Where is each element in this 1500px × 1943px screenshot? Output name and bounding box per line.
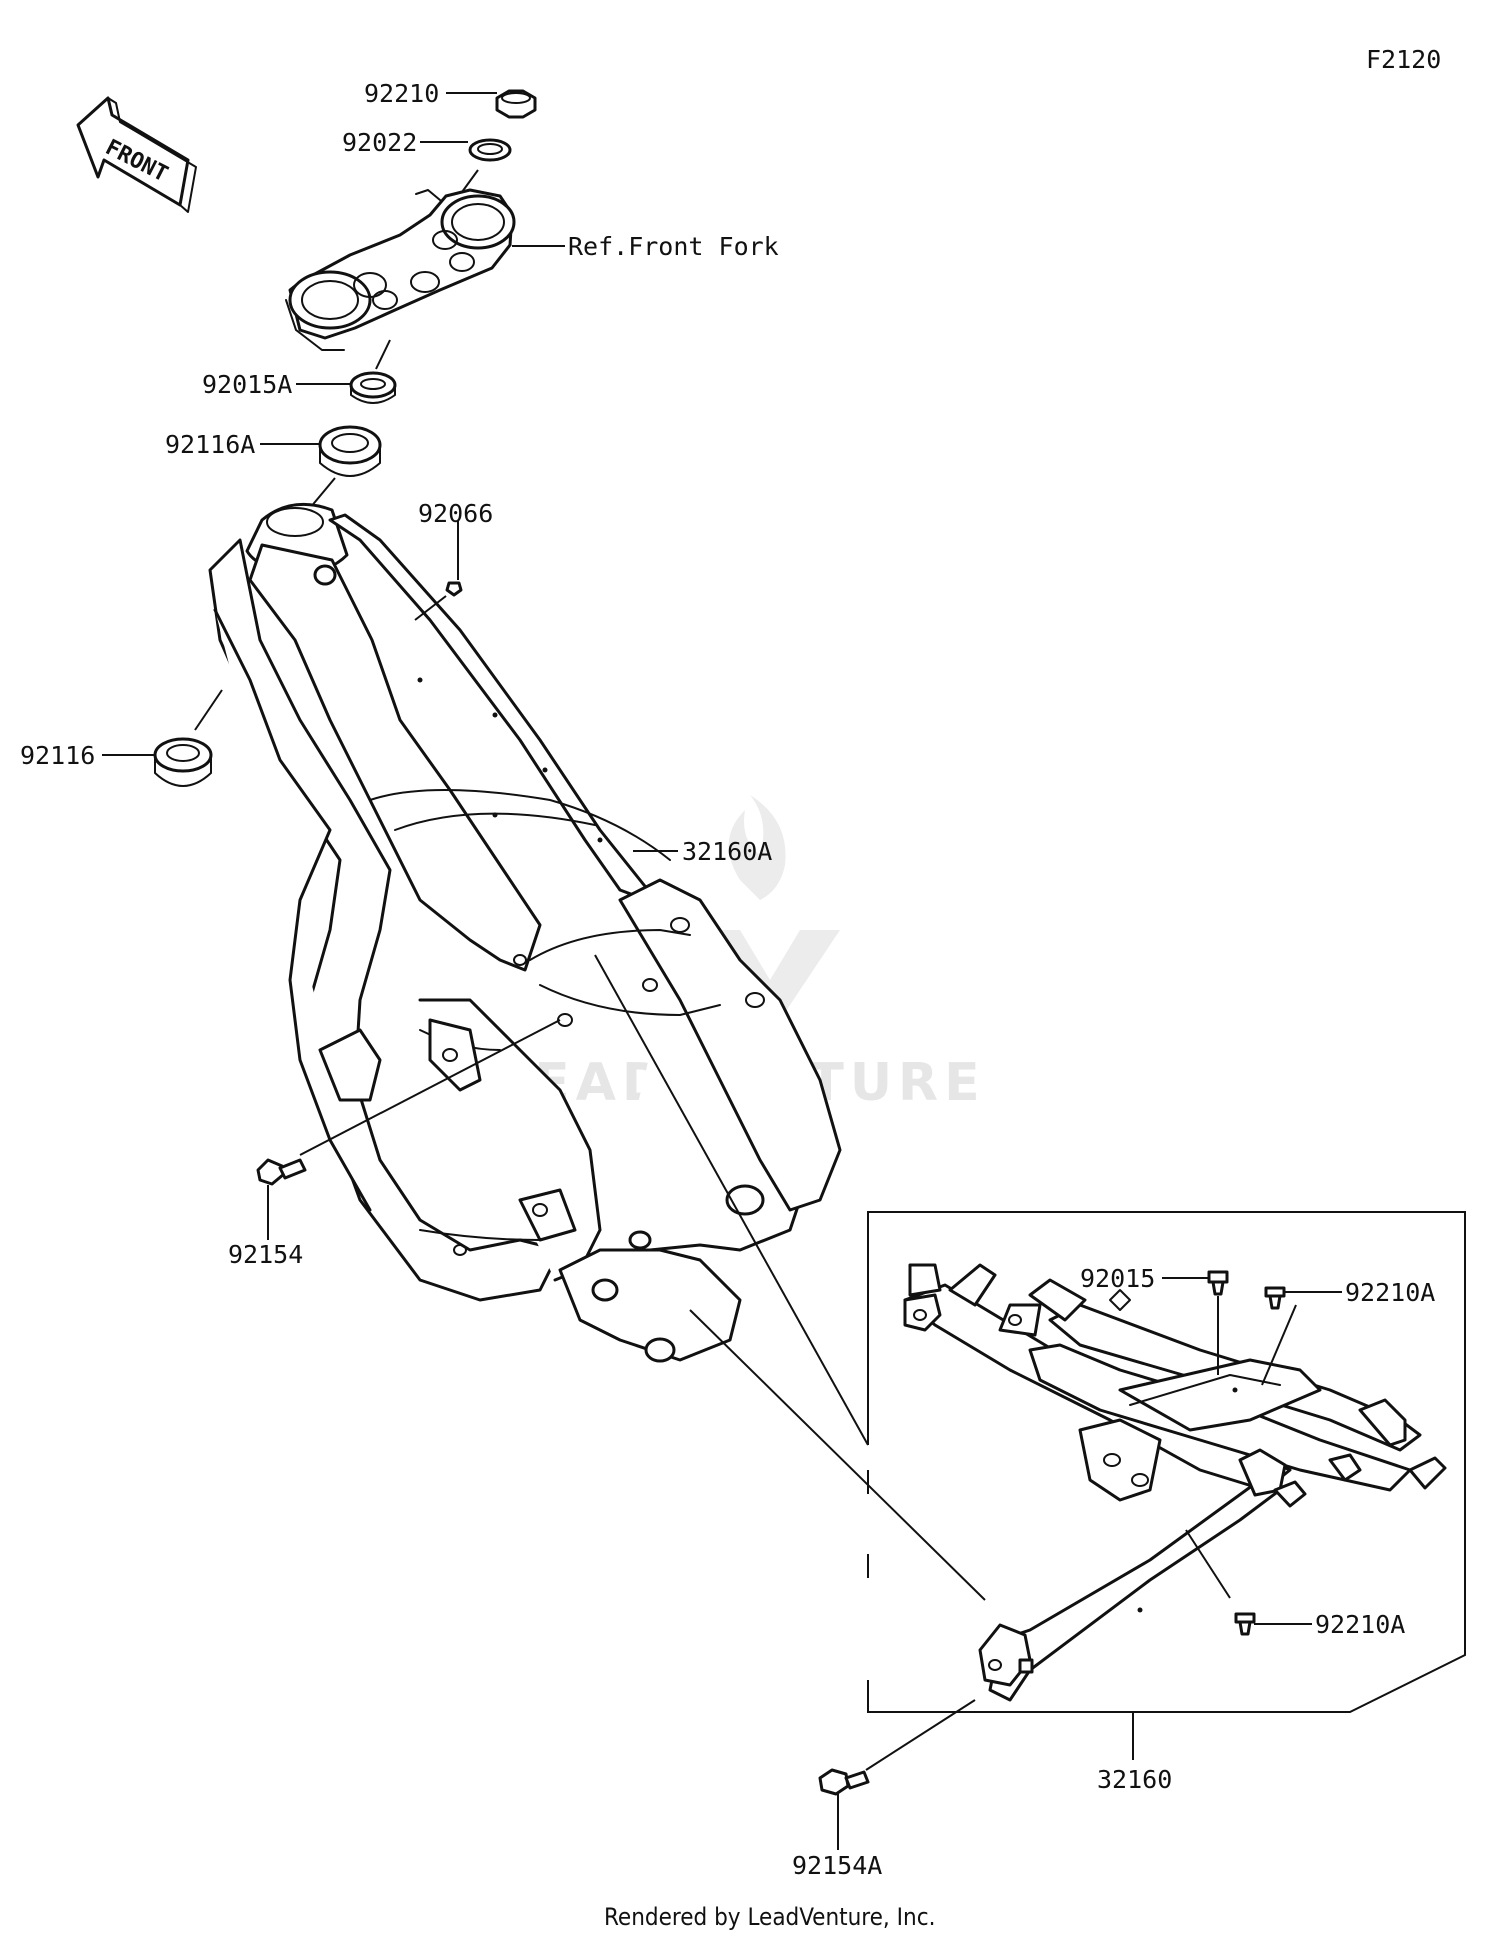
label-92210a-bottom[interactable]: 92210A xyxy=(1315,1610,1405,1639)
label-92022[interactable]: 92022 xyxy=(342,128,417,157)
label-92015a[interactable]: 92015A xyxy=(202,370,292,399)
nut-92015a-drawing xyxy=(349,371,397,404)
bearing-92116-drawing xyxy=(153,737,213,787)
bearing-92116a-drawing xyxy=(318,425,382,477)
label-92210[interactable]: 92210 xyxy=(364,79,439,108)
diagram-id: F2120 xyxy=(1366,45,1441,74)
washer-92022-drawing xyxy=(468,138,512,162)
label-32160[interactable]: 32160 xyxy=(1097,1765,1172,1794)
label-92116a[interactable]: 92116A xyxy=(165,430,255,459)
bolt-92015-drawing xyxy=(1207,1270,1229,1296)
bolt-92154a-drawing xyxy=(818,1768,870,1796)
label-92116[interactable]: 92116 xyxy=(20,741,95,770)
label-92066[interactable]: 92066 xyxy=(418,499,493,528)
front-arrow: FRONT xyxy=(76,96,197,213)
footer-credit: Rendered by LeadVenture, Inc. xyxy=(604,1903,935,1931)
label-92154a[interactable]: 92154A xyxy=(792,1851,882,1880)
label-ref-front-fork[interactable]: Ref.Front Fork xyxy=(568,232,779,261)
main-frame-drawing xyxy=(208,502,842,1363)
label-92154[interactable]: 92154 xyxy=(228,1240,303,1269)
bolt-92210a-bottom-drawing xyxy=(1234,1612,1256,1636)
triple-clamp-drawing xyxy=(285,188,516,351)
bolt-92066-drawing xyxy=(445,581,463,597)
subframe-drawing xyxy=(903,1263,1447,1702)
bolt-92154-drawing xyxy=(256,1158,307,1186)
bolt-92210a-top-drawing xyxy=(1264,1286,1286,1310)
label-32160a[interactable]: 32160A xyxy=(682,837,772,866)
nut-92210-drawing xyxy=(495,89,537,119)
label-92015[interactable]: 92015 xyxy=(1080,1264,1155,1293)
subframe-group-box xyxy=(867,1211,1466,1713)
label-92210a-top[interactable]: 92210A xyxy=(1345,1278,1435,1307)
